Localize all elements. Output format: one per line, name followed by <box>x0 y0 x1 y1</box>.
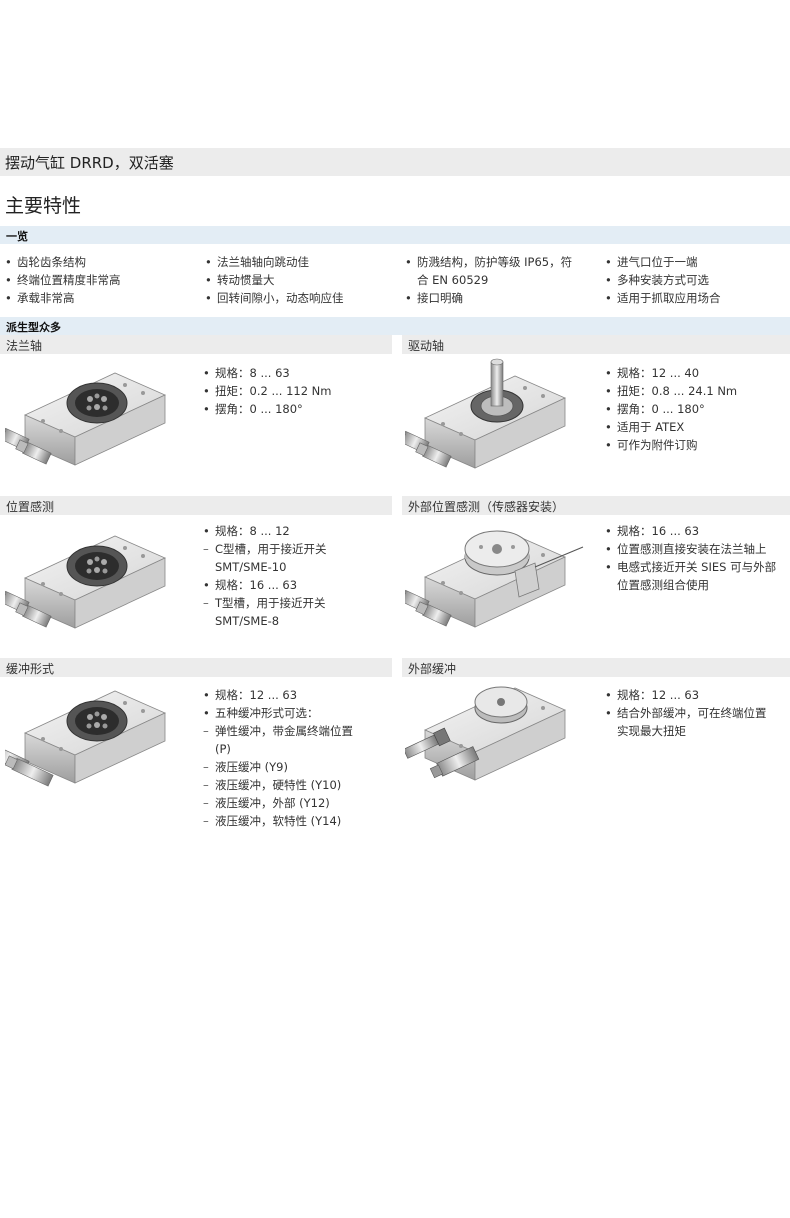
variant-title-bar: 法兰轴 <box>0 335 392 354</box>
spec-subitem: C型槽，用于接近开关 <box>203 540 393 558</box>
spec-subitem-cont: (P) <box>215 742 231 756</box>
spec-subitem: 弹性缓冲，带金属终端位置 <box>203 722 398 740</box>
spec-item: 规格：12 ... 63 <box>605 686 790 704</box>
spec-item: 扭矩：0.2 ... 112 Nm <box>203 382 393 400</box>
spec-subitem: T型槽，用于接近开关 <box>203 594 393 612</box>
variant-title: 位置感测 <box>6 500 55 514</box>
variant-title: 外部位置感测（传感器安装） <box>408 500 565 514</box>
variants-label: 派生型众多 <box>6 321 61 334</box>
overview-item: 防溅结构，防护等级 IP65，符 <box>405 253 595 271</box>
spec-item: 五种缓冲形式可选： <box>203 704 398 722</box>
flange-shaft-image <box>5 372 166 466</box>
spec-item: 适用于 ATEX <box>605 418 790 436</box>
overview-item: 回转间隙小，动态响应佳 <box>205 289 395 307</box>
variant-spec-list: 规格：16 ... 63 位置感测直接安装在法兰轴上 电感式接近开关 SIES … <box>605 522 790 594</box>
spec-item: 可作为附件订购 <box>605 436 790 454</box>
variant-title-bar: 外部位置感测（传感器安装） <box>402 496 790 515</box>
spec-item: 规格：16 ... 63 <box>203 576 393 594</box>
spec-subitem: 液压缓冲，硬特性 (Y10) <box>203 776 398 794</box>
spec-item-cont: 实现最大扭矩 <box>617 724 686 738</box>
overview-item: 承载非常高 <box>5 289 195 307</box>
spec-item: 规格：16 ... 63 <box>605 522 790 540</box>
variant-title-bar: 位置感测 <box>0 496 392 515</box>
overview-item-cont: 合 EN 60529 <box>417 273 489 287</box>
spec-item: 结合外部缓冲，可在终端位置 <box>605 704 790 722</box>
overview-item: 多种安装方式可选 <box>605 271 785 289</box>
spec-item: 规格：8 ... 12 <box>203 522 393 540</box>
spec-subitem: 液压缓冲，软特性 (Y14) <box>203 812 398 830</box>
spec-subitem: 液压缓冲，外部 (Y12) <box>203 794 398 812</box>
spec-item: 位置感测直接安装在法兰轴上 <box>605 540 790 558</box>
overview-item: 接口明确 <box>405 289 595 307</box>
variant-spec-list: 规格：8 ... 63 扭矩：0.2 ... 112 Nm 摆角：0 ... 1… <box>203 364 393 418</box>
main-heading: 主要特性 <box>5 195 82 217</box>
overview-item: 适用于抓取应用场合 <box>605 289 785 307</box>
spec-item-cont: 位置感测组合使用 <box>617 578 709 592</box>
spec-subitem-cont: SMT/SME-8 <box>215 614 280 628</box>
overview-label: 一览 <box>6 230 28 243</box>
cushioning-image <box>5 690 166 787</box>
variant-title: 外部缓冲 <box>408 662 457 676</box>
overview-item: 齿轮齿条结构 <box>5 253 195 271</box>
overview-bar: 一览 <box>0 226 790 244</box>
variant-title-bar: 驱动轴 <box>402 335 790 354</box>
variant-spec-list: 规格：12 ... 63 五种缓冲形式可选： 弹性缓冲，带金属终端位置 (P) … <box>203 686 398 830</box>
spec-item: 扭矩：0.8 ... 24.1 Nm <box>605 382 790 400</box>
title-bar: 摆动气缸 DRRD，双活塞 <box>0 148 790 176</box>
variant-spec-list: 规格：12 ... 40 扭矩：0.8 ... 24.1 Nm 摆角：0 ...… <box>605 364 790 454</box>
position-sensing-image <box>5 535 166 629</box>
spec-item: 摆角：0 ... 180° <box>203 400 393 418</box>
overview-item: 法兰轴轴向跳动佳 <box>205 253 395 271</box>
variant-title-bar: 外部缓冲 <box>402 658 790 677</box>
spec-subitem-cont: SMT/SME-10 <box>215 560 287 574</box>
spec-subitem: 液压缓冲 (Y9) <box>203 758 398 776</box>
variant-spec-list: 规格：12 ... 63 结合外部缓冲，可在终端位置 实现最大扭矩 <box>605 686 790 740</box>
overview-col-1: 齿轮齿条结构 终端位置精度非常高 承载非常高 <box>5 253 195 307</box>
overview-col-3: 防溅结构，防护等级 IP65，符 合 EN 60529 接口明确 <box>405 253 595 307</box>
overview-item: 终端位置精度非常高 <box>5 271 195 289</box>
drive-shaft-image <box>405 358 566 469</box>
overview-col-4: 进气口位于一端 多种安装方式可选 适用于抓取应用场合 <box>605 253 785 307</box>
spec-item: 电感式接近开关 SIES 可与外部 <box>605 558 790 576</box>
page-title: 摆动气缸 DRRD，双活塞 <box>5 154 174 172</box>
overview-item: 进气口位于一端 <box>605 253 785 271</box>
variant-title-bar: 缓冲形式 <box>0 658 392 677</box>
spec-item: 规格：12 ... 40 <box>605 364 790 382</box>
overview-col-2: 法兰轴轴向跳动佳 转动惯量大 回转间隙小，动态响应佳 <box>205 253 395 307</box>
variant-title: 法兰轴 <box>6 339 43 353</box>
spec-item: 规格：8 ... 63 <box>203 364 393 382</box>
variants-bar: 派生型众多 <box>0 317 790 335</box>
spec-item: 规格：12 ... 63 <box>203 686 398 704</box>
variant-spec-list: 规格：8 ... 12 C型槽，用于接近开关 SMT/SME-10 规格：16 … <box>203 522 393 630</box>
spec-item: 摆角：0 ... 180° <box>605 400 790 418</box>
external-sensing-image <box>405 530 584 628</box>
variant-title: 驱动轴 <box>408 339 445 353</box>
variant-title: 缓冲形式 <box>6 662 55 676</box>
external-cushioning-image <box>405 686 566 781</box>
overview-item: 转动惯量大 <box>205 271 395 289</box>
